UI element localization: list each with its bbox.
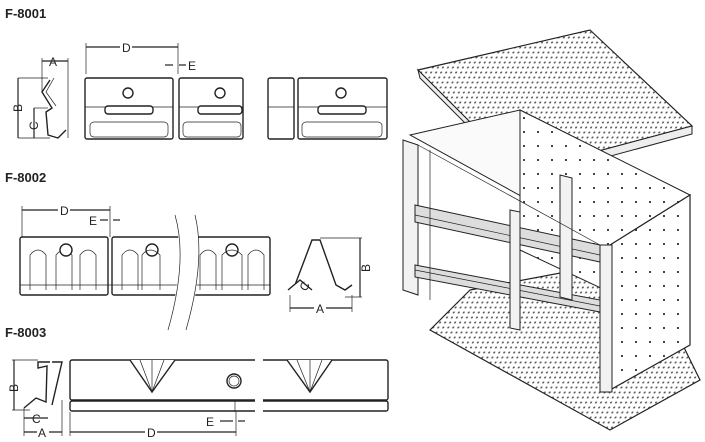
dim-d-label: D bbox=[122, 41, 131, 55]
strip-front-view: D E bbox=[84, 40, 388, 140]
side-profile: B C A bbox=[7, 359, 63, 440]
dim-b-label: B bbox=[7, 384, 21, 392]
section-f-8002: F-8002 D E B C bbox=[5, 170, 373, 331]
model-title: F-8003 bbox=[5, 325, 46, 340]
side-profile: B C A bbox=[287, 237, 373, 316]
dim-a-label: A bbox=[38, 426, 46, 440]
strip-front-view: D E bbox=[69, 355, 389, 440]
dim-e-label: E bbox=[206, 415, 214, 429]
model-title: F-8002 bbox=[5, 170, 46, 185]
dim-a-label: A bbox=[316, 302, 324, 316]
dim-e-label: E bbox=[188, 59, 196, 73]
model-title: F-8001 bbox=[5, 6, 46, 21]
dim-d-label: D bbox=[60, 204, 69, 218]
dim-e-label: E bbox=[89, 214, 97, 228]
dim-b-label: B bbox=[11, 104, 25, 112]
dim-d-label: D bbox=[147, 426, 156, 440]
dim-c-label: C bbox=[27, 121, 41, 130]
rack-assembly-illustration bbox=[402, 29, 701, 431]
dim-c-label: C bbox=[32, 412, 41, 426]
strip-front-view bbox=[19, 214, 271, 331]
dim-a-label: A bbox=[49, 55, 57, 69]
front-rail bbox=[599, 244, 613, 393]
side-profile: A B C bbox=[11, 55, 69, 139]
section-f-8003: F-8003 B C A bbox=[5, 325, 389, 440]
section-f-8001: F-8001 A B C D E bbox=[5, 6, 388, 140]
dim-b-label: B bbox=[359, 264, 373, 272]
